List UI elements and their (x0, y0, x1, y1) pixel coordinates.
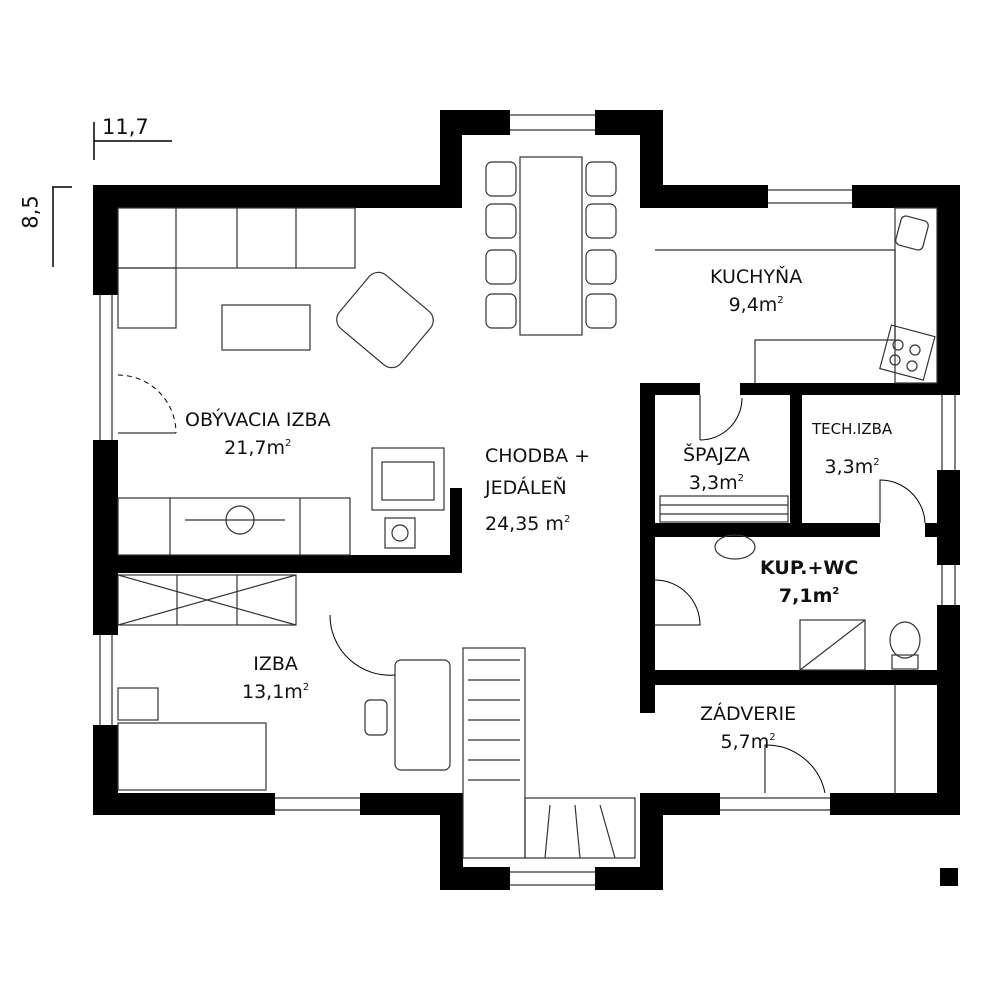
sup: 2 (769, 732, 776, 743)
room-name: TECH.IZBA (812, 420, 893, 438)
sup: 2 (832, 586, 840, 597)
room-area: 3,3m (688, 472, 738, 494)
room-name: ŠPAJZA (683, 444, 750, 466)
sup: 2 (563, 514, 571, 525)
room-area: 9,4m (728, 294, 778, 316)
room-chodba-jedalen: CHODBA + JEDÁLEŇ 24,35 m2 (485, 440, 590, 540)
sup: 2 (873, 457, 880, 468)
furniture (117, 156, 938, 859)
room-area: 3,3m (824, 456, 874, 478)
room-area: 21,7m (224, 437, 285, 459)
walls (93, 110, 960, 890)
dimension-lines (52, 122, 172, 267)
room-name: KUP.+WC (760, 557, 859, 579)
room-izba: IZBA 13,1m2 (242, 652, 309, 704)
room-name: OBÝVACIA IZBA (185, 409, 331, 431)
sup: 2 (777, 295, 784, 306)
room-kupelna-wc: KUP.+WC 7,1m2 (760, 556, 858, 608)
room-name: ZÁDVERIE (700, 703, 797, 725)
room-name: KUCHYŇA (710, 266, 803, 288)
room-area: 7,1m (778, 585, 833, 607)
room-tech-izba: TECH.IZBA 3,3m2 (812, 412, 892, 485)
sup: 2 (737, 473, 745, 484)
sup: 2 (302, 682, 310, 693)
room-area: 5,7m (720, 731, 770, 753)
sup: 2 (285, 438, 292, 449)
windows (99, 114, 956, 886)
room-area: 13,1m (242, 681, 303, 703)
room-kuchyna: KUCHYŇA 9,4m2 (710, 265, 802, 317)
doors (117, 374, 926, 794)
room-area: 24,35 m (485, 513, 564, 535)
room-spajza: ŠPAJZA 3,3m2 (683, 443, 750, 495)
room-name: CHODBA + (485, 445, 591, 467)
room-name-2: JEDÁLEŇ (485, 477, 567, 499)
room-zadverie: ZÁDVERIE 5,7m2 (700, 702, 796, 754)
dimension-width: 11,7 (102, 115, 149, 139)
room-obyvacia-izba: OBÝVACIA IZBA 21,7m2 (185, 408, 331, 460)
room-name: IZBA (253, 653, 298, 675)
dimension-height: 8,5 (18, 195, 43, 229)
